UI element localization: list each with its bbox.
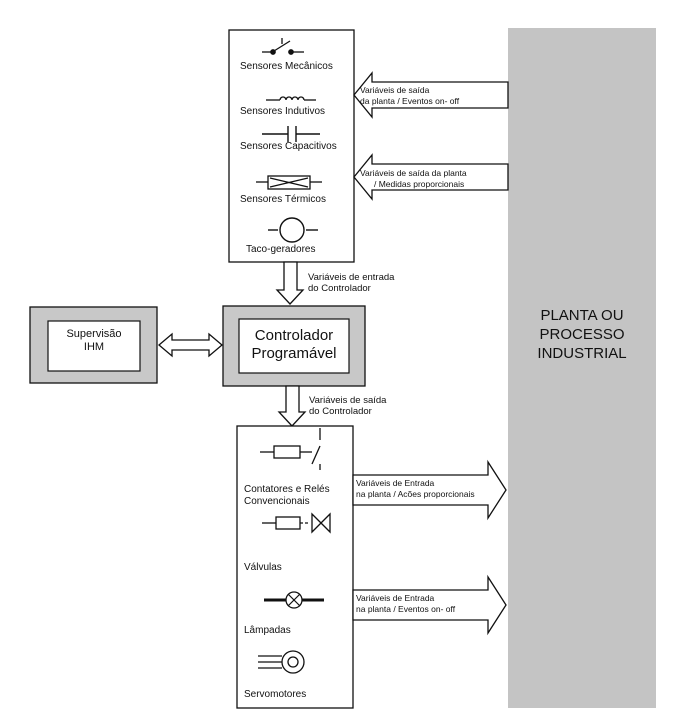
- valve-icon: [262, 512, 331, 534]
- controller-output-label: Variáveis de saída do Controlador: [309, 395, 386, 417]
- mechanical-switch-icon: [262, 38, 304, 55]
- plant-label-line: PROCESSO: [539, 326, 625, 343]
- arrow-controller-input: [275, 261, 305, 305]
- plant-label-line: INDUSTRIAL: [537, 345, 627, 362]
- plant-block: [508, 28, 656, 708]
- actuator-label-lamps: Lâmpadas: [244, 625, 291, 636]
- arrow-plant-events-in: [353, 71, 509, 119]
- supervision-label: Supervisão IHM: [48, 328, 140, 354]
- label-line: / Medidas proporcionais: [374, 179, 465, 189]
- label-line: Variáveis de saída: [360, 85, 430, 95]
- label-line: Variáveis de Entrada: [356, 593, 435, 603]
- actuators-box: [236, 425, 354, 709]
- supervision-box-inner: [47, 320, 141, 372]
- label-line: Variáveis de saída da planta: [360, 168, 467, 178]
- label-line: da planta / Eventos on- off: [360, 96, 460, 106]
- actuator-label-valves: Válvulas: [244, 562, 282, 573]
- label-line: Contatores e Relés: [244, 484, 330, 495]
- controller-box-inner: [238, 318, 350, 374]
- plant-proportional-in-label: Variáveis de saída da planta / Medidas p…: [360, 168, 467, 190]
- sensors-box: [228, 29, 355, 263]
- controller-input-label: Variáveis de entrada do Controlador: [308, 272, 394, 294]
- label-line: do Controlador: [308, 283, 371, 294]
- relay-contact-icon: [260, 428, 321, 470]
- arrow-supervision-controller: [157, 332, 224, 358]
- capacitive-sensor-icon: [262, 126, 320, 142]
- label-line: Controlador: [254, 327, 334, 344]
- label-line: do Controlador: [309, 406, 372, 417]
- actuator-label-contactors: Contatores e Relés Convencionais: [244, 484, 330, 508]
- plant-label: PLANTA OU PROCESSO INDUSTRIAL: [508, 306, 656, 363]
- lamp-icon: [264, 591, 324, 609]
- controller-label: Controlador Programável: [239, 327, 349, 363]
- plant-events-out-label: Variáveis de Entrada na planta / Eventos…: [356, 593, 455, 615]
- arrow-controller-output: [277, 385, 307, 427]
- label-line: Programável: [251, 345, 337, 362]
- plant-label-line: PLANTA OU: [540, 307, 624, 324]
- label-line: Variáveis de saída: [309, 395, 387, 406]
- thermal-sensor-icon: [256, 175, 322, 190]
- tachogenerator-icon: [268, 217, 318, 243]
- plant-events-in-label: Variáveis de saída da planta / Eventos o…: [360, 85, 459, 107]
- label-line: na planta / Eventos on- off: [356, 604, 456, 614]
- label-line: Supervisão: [66, 328, 122, 340]
- label-line: Variáveis de Entrada: [356, 478, 435, 488]
- actuator-label-servomotors: Servomotores: [244, 689, 307, 700]
- arrow-plant-events-out: [352, 574, 507, 636]
- sensor-label-capacitive: Sensores Capacitivos: [240, 141, 337, 152]
- label-line: Convencionais: [244, 496, 310, 507]
- servomotor-icon: [258, 650, 305, 674]
- sensor-label-mechanical: Sensores Mecânicos: [240, 61, 333, 72]
- arrow-plant-proportional-in: [353, 153, 509, 201]
- inductive-sensor-icon: [266, 96, 316, 101]
- arrow-plant-proportional-out: [352, 459, 507, 521]
- sensor-label-inductive: Sensores Indutivos: [240, 106, 326, 117]
- plant-proportional-out-label: Variáveis de Entrada na planta / Acões p…: [356, 478, 475, 500]
- sensor-label-thermal: Sensores Térmicos: [240, 194, 326, 205]
- label-line: Variáveis de entrada: [308, 272, 395, 283]
- label-line: na planta / Acões proporcionais: [356, 489, 475, 499]
- sensor-label-tachogenerator: Taco-geradores: [246, 244, 316, 255]
- label-line: IHM: [83, 341, 105, 353]
